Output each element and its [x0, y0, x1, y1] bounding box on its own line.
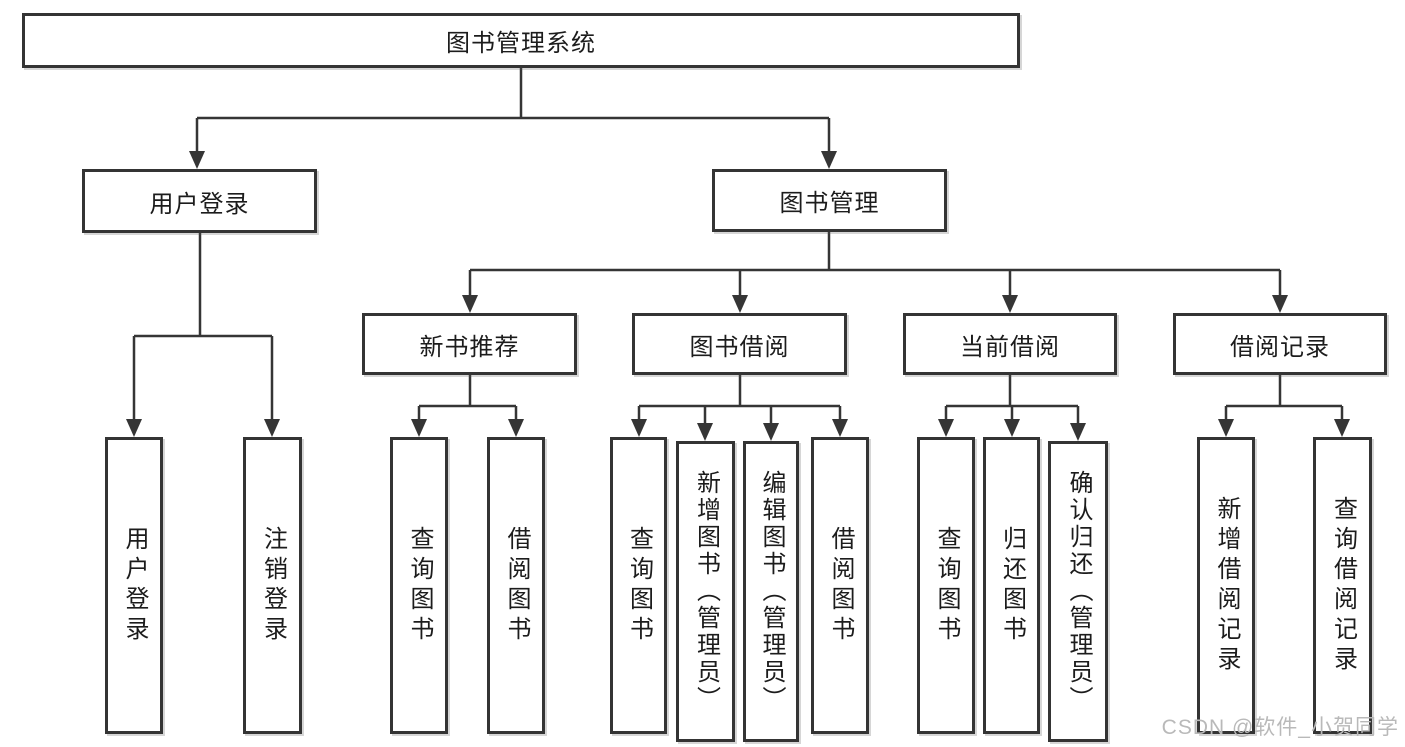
leaf-borrow-books-recommend: 借阅图书	[487, 437, 545, 734]
csdn-watermark: CSDN @软件_小贺同学	[1161, 716, 1399, 739]
node-library-management-system: 图书管理系统	[22, 13, 1020, 68]
leaf-label: 查询图书	[406, 525, 433, 646]
leaf-edit-book-admin: 编辑图书（管理员）	[743, 441, 799, 742]
leaf-label: 查询借阅记录	[1329, 495, 1357, 676]
node-label: 图书管理	[779, 190, 880, 217]
leaf-label: 编辑图书（管理员）	[758, 470, 785, 713]
leaf-label: 确认归还（管理员）	[1065, 470, 1092, 713]
leaf-label: 注销登录	[259, 525, 287, 646]
node-label: 用户登录	[149, 190, 250, 218]
leaf-return-book: 归还图书	[983, 437, 1040, 734]
leaf-label: 借阅图书	[503, 525, 530, 646]
leaf-user-login: 用户登录	[105, 437, 163, 734]
leaf-label: 用户登录	[121, 525, 148, 646]
node-borrow-record: 借阅记录	[1173, 313, 1387, 375]
node-book-management: 图书管理	[712, 169, 947, 232]
node-label: 借阅记录	[1230, 333, 1330, 361]
node-user-login: 用户登录	[82, 169, 317, 233]
leaf-query-books-borrow: 查询图书	[610, 437, 667, 734]
node-new-book-recommend: 新书推荐	[362, 313, 577, 375]
leaf-label: 查询图书	[933, 525, 960, 646]
leaf-add-book-admin: 新增图书（管理员）	[676, 441, 735, 742]
node-current-borrow: 当前借阅	[903, 313, 1117, 375]
leaf-query-books-recommend: 查询图书	[390, 437, 448, 734]
leaf-label: 归还图书	[998, 525, 1026, 646]
node-label: 图书管理系统	[446, 30, 596, 57]
leaf-label: 借阅图书	[827, 525, 854, 646]
leaf-confirm-return-admin: 确认归还（管理员）	[1048, 441, 1108, 742]
leaf-label: 新增图书（管理员）	[692, 470, 720, 713]
node-book-borrow: 图书借阅	[632, 313, 847, 375]
node-label: 当前借阅	[960, 333, 1060, 361]
leaf-label: 新增借阅记录	[1213, 495, 1240, 676]
leaf-logout: 注销登录	[243, 437, 302, 734]
node-label: 图书借阅	[689, 333, 790, 361]
leaf-query-borrow-record: 查询借阅记录	[1313, 437, 1372, 734]
leaf-label: 查询图书	[625, 525, 653, 646]
node-label: 新书推荐	[419, 333, 520, 361]
leaf-borrow-books: 借阅图书	[811, 437, 869, 734]
leaf-query-books-current: 查询图书	[917, 437, 975, 734]
leaf-add-borrow-record: 新增借阅记录	[1197, 437, 1255, 734]
